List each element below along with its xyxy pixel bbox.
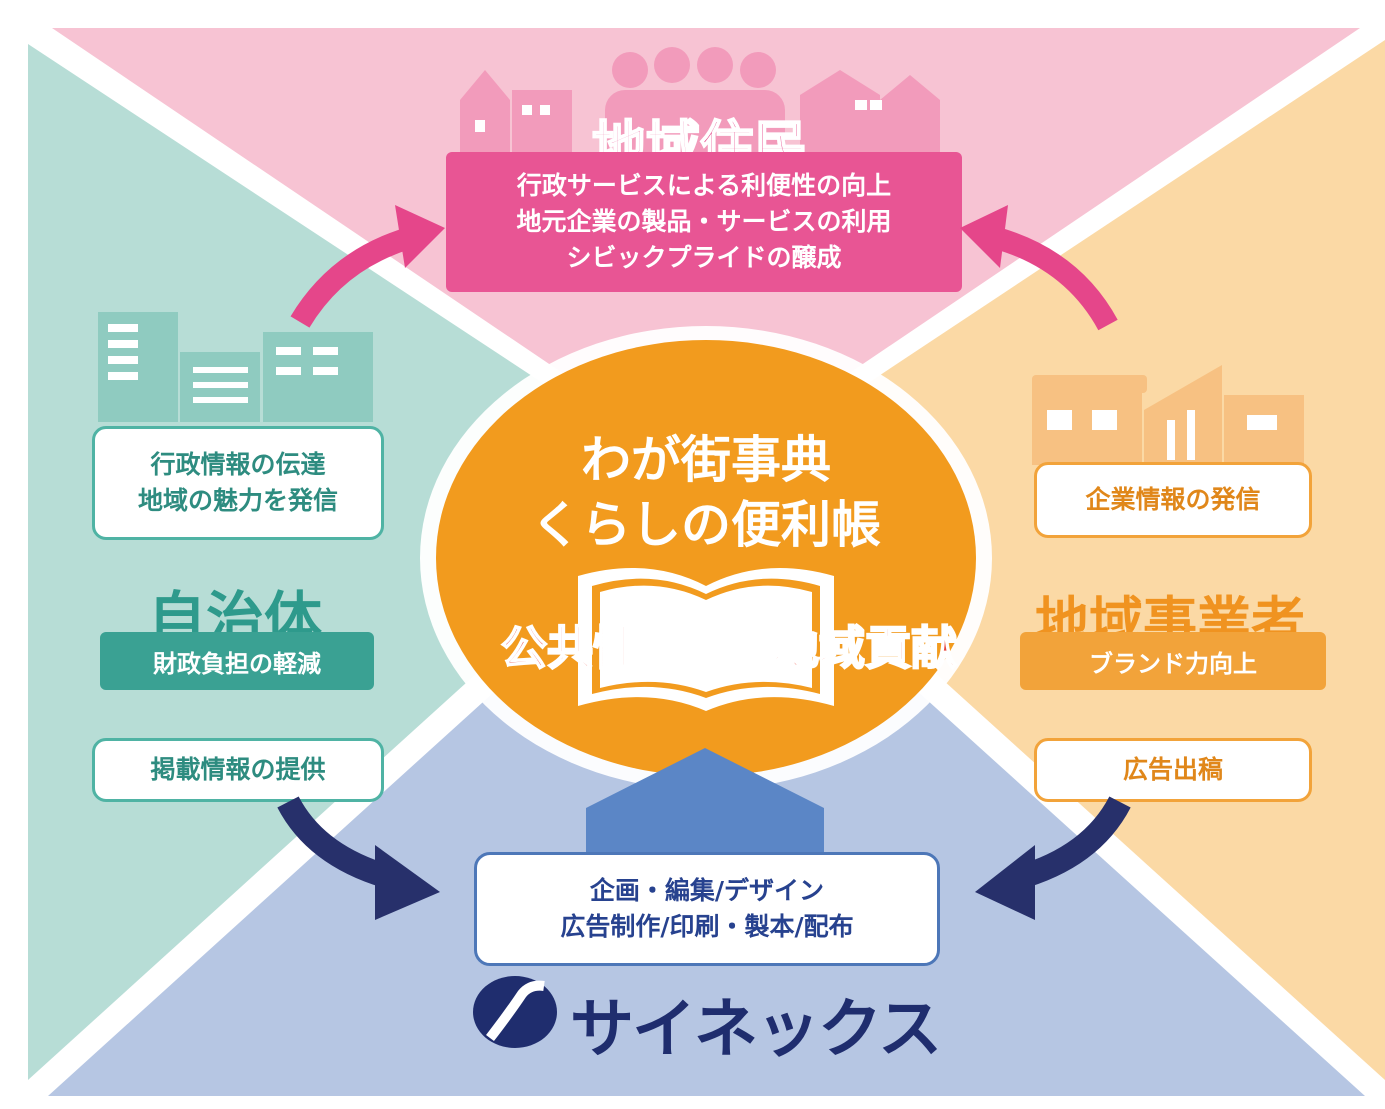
municipality-provide-box: 掲載情報の提供 [92,738,384,802]
municipality-info-line-2: 地域の魅力を発信 [137,486,338,515]
municipality-subtitle: 財政負担の軽減 [153,649,321,678]
residents-benefit-2: 地元企業の製品・サービスの利用 [516,206,892,236]
business-subtitle: ブランド力向上 [1089,649,1257,678]
business-ad-label: 広告出稿 [1122,754,1223,784]
business-info-box: 企業情報の発信 [1034,462,1312,538]
left-pink-arrowhead [395,205,445,268]
center-left-word: 公共性 [500,620,640,676]
company-service-line-2: 広告制作/印刷・製本/配布 [560,912,854,941]
business-info-label: 企業情報の発信 [1085,484,1261,514]
municipality-provide-label: 掲載情報の提供 [150,754,326,784]
municipality-subtitle-banner: 財政負担の軽減 [100,632,374,690]
right-pink-arrowhead [960,205,1008,268]
open-book-icon [578,568,834,711]
left-navy-arrowhead [375,845,440,920]
company-pointer-shape [586,748,824,858]
center-orange-circle [436,340,976,776]
business-subtitle-banner: ブランド力向上 [1020,632,1326,690]
center-title-line-1: わが街事典 [581,431,831,489]
residents-benefit-3: シビックプライドの醸成 [566,243,842,273]
municipality-buildings-icon [98,312,373,422]
municipality-info-box: 行政情報の伝達 地域の魅力を発信 [92,426,384,540]
residents-benefit-1: 行政サービスによる利便性の向上 [516,170,892,200]
orange-quadrant [722,40,1385,1080]
center-right-word: 地域貢献 [772,620,958,676]
business-ad-box: 広告出稿 [1034,738,1312,802]
company-logo-text: サイネックス [570,993,942,1067]
right-navy-arrowhead [975,845,1035,920]
company-service-line-1: 企画・編集/デザイン [589,875,825,905]
center-title: わが街事典 くらしの便利帳 [456,428,956,558]
company-logo-mark [473,976,557,1048]
right-pink-arrow [982,224,1118,331]
teal-quadrant [28,44,690,1080]
company-services-box: 企画・編集/デザイン 広告制作/印刷・製本/配布 [474,852,940,966]
municipality-info-line-1: 行政情報の伝達 [150,449,326,479]
business-shops-icon [1032,365,1304,465]
center-title-line-2: くらしの便利帳 [531,496,881,554]
residents-banner: 行政サービスによる利便性の向上 地元企業の製品・サービスの利用 シビックプライド… [446,152,962,292]
